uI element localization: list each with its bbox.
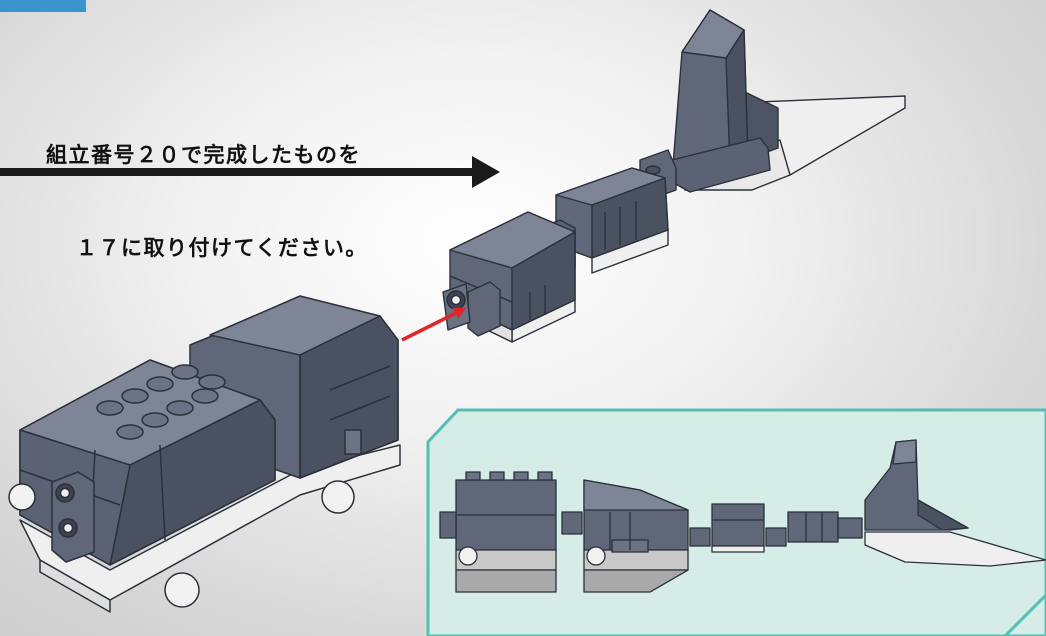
- side-view-inset: [426, 408, 1046, 636]
- corner-tab: [0, 0, 86, 12]
- main-body-assembly: [8, 295, 401, 613]
- instruction-line-1: 組立番号２０で完成したものを: [46, 143, 361, 167]
- red-arrow-icon: [401, 307, 467, 342]
- instruction-text: 組立番号２０で完成したものを １７に取り付けてください。: [46, 78, 368, 295]
- arrow-right-icon: [0, 156, 500, 188]
- tail-assembly: [442, 9, 906, 343]
- instruction-line-2: １７に取り付けてください。: [76, 236, 368, 260]
